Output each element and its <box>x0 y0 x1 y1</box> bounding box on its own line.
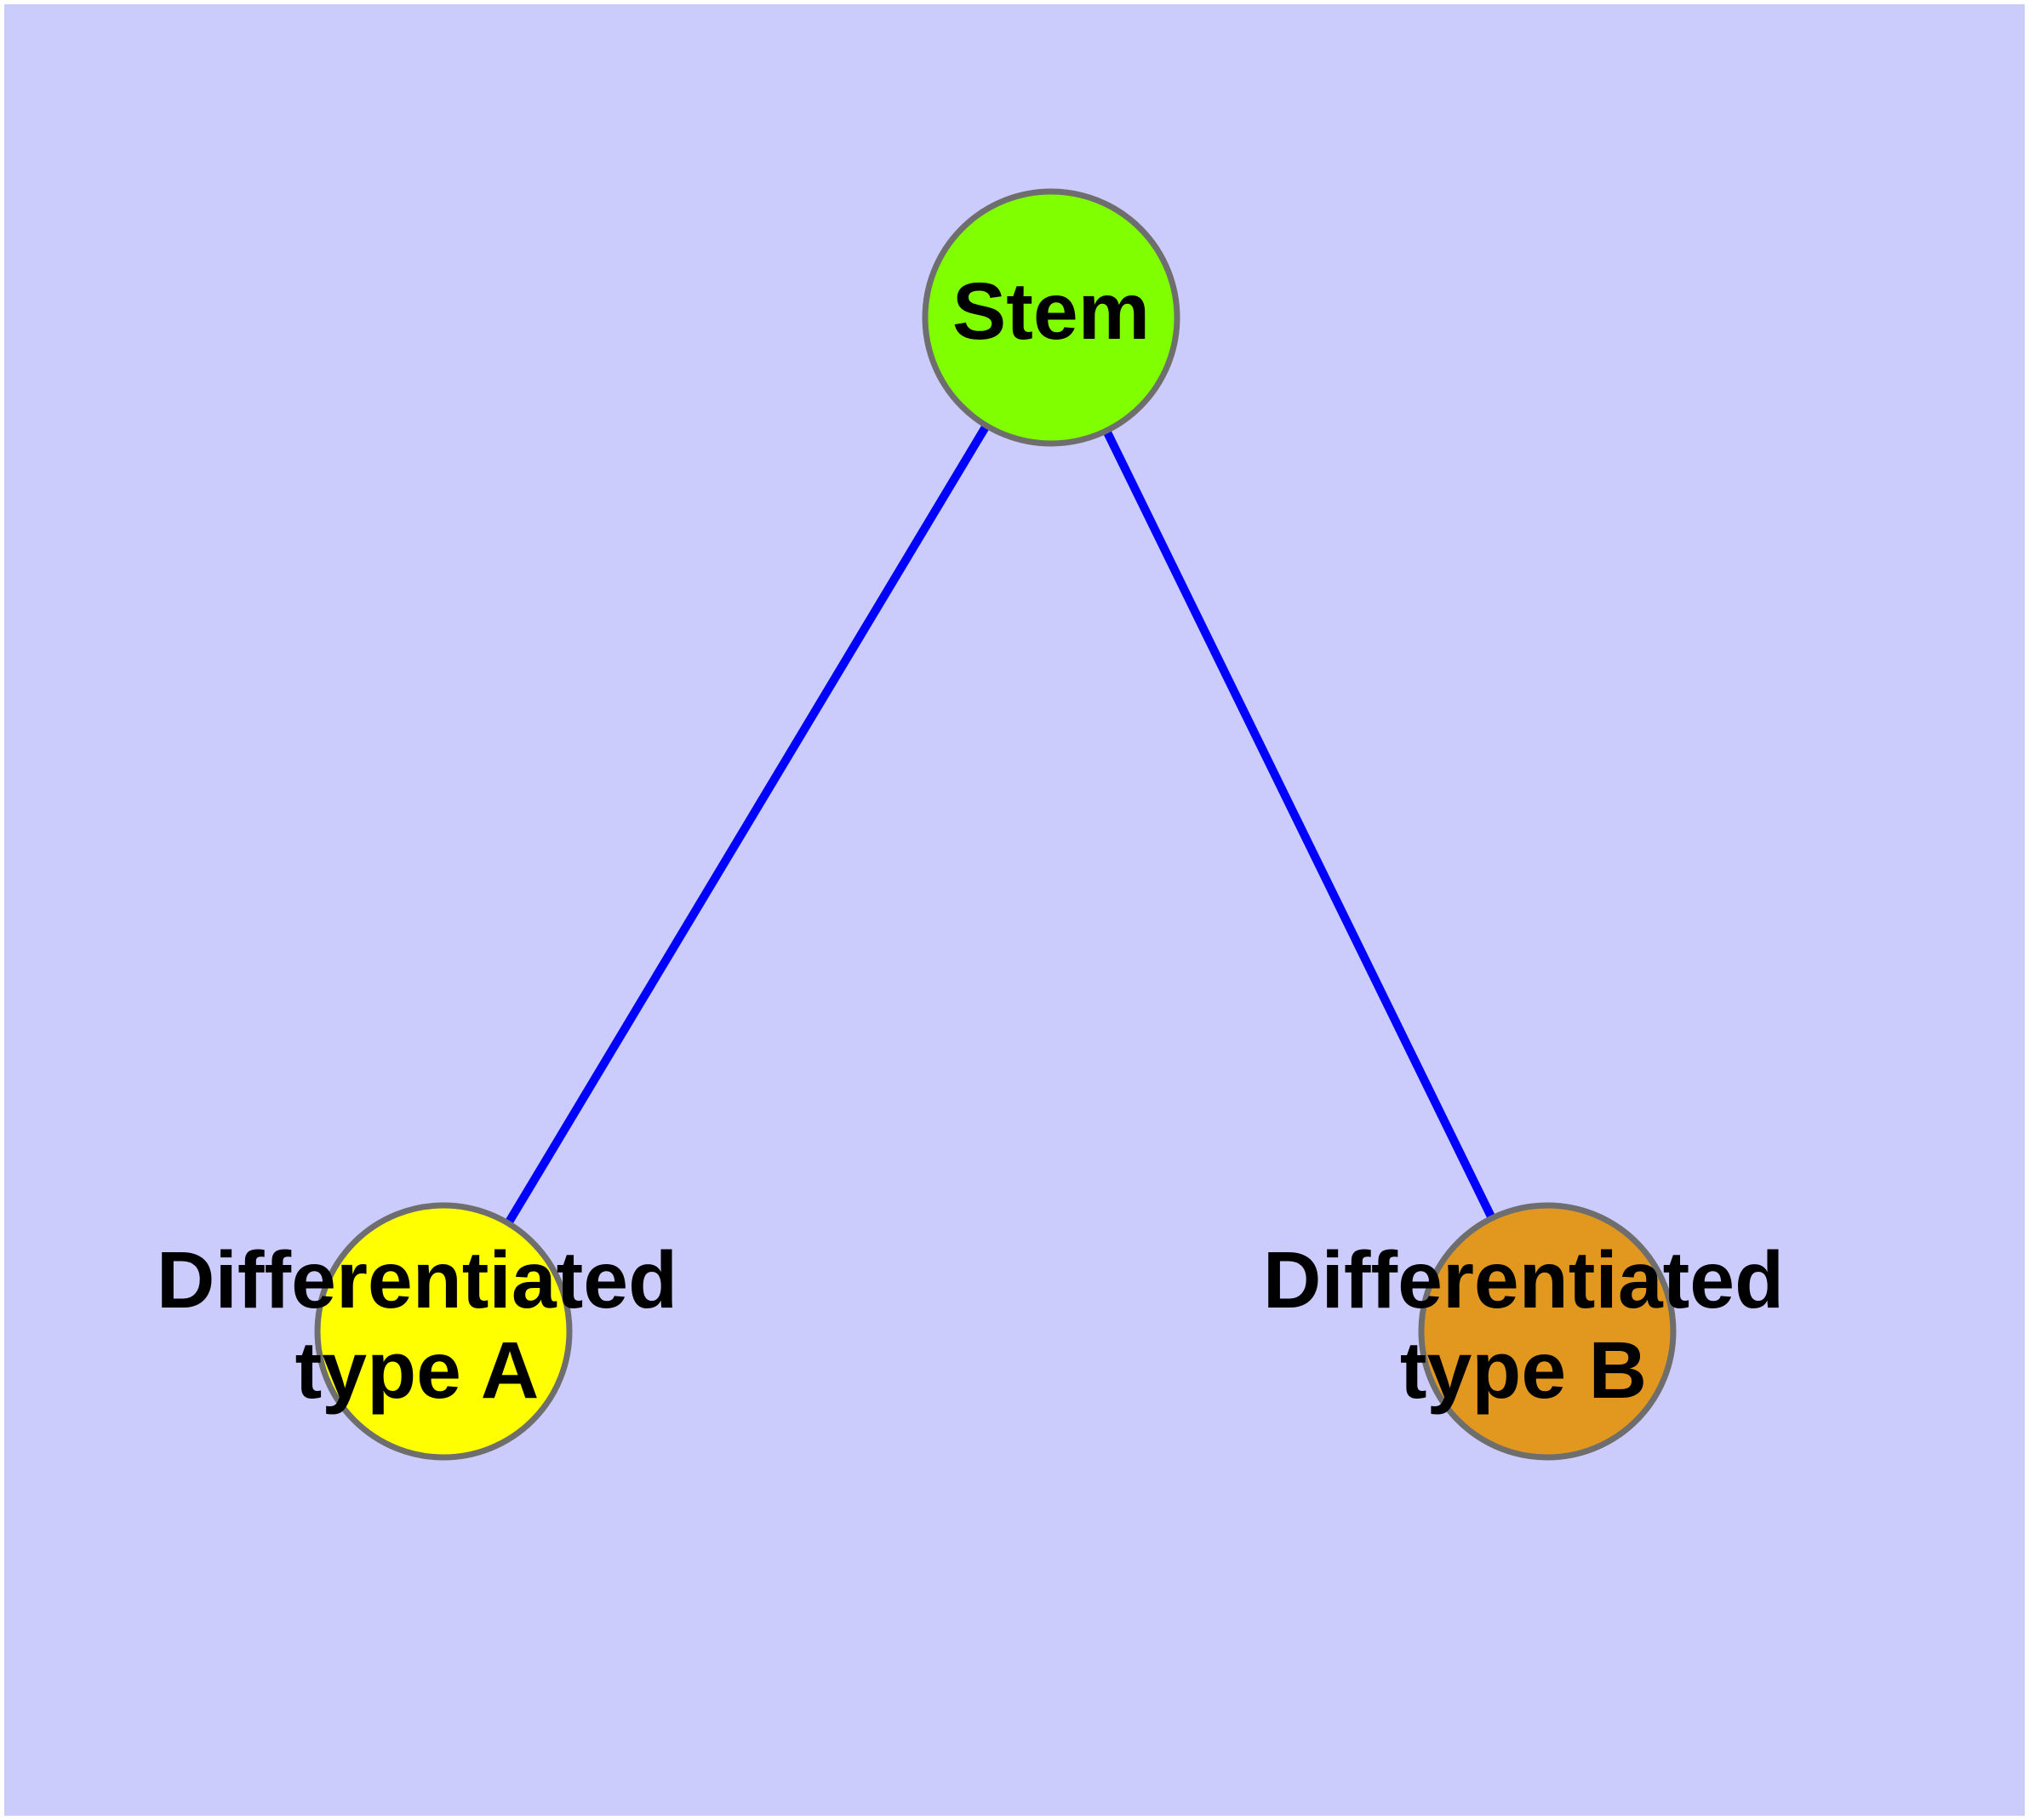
graph-node-diff_a[interactable] <box>314 1202 573 1461</box>
graph-node-stem[interactable] <box>922 188 1180 447</box>
graph-node-label-line: type B <box>1400 1325 1647 1416</box>
graph-node-label-line: Differentiated <box>157 1235 677 1325</box>
graph-node-label-stem: Stem <box>952 266 1150 357</box>
graph-node-label-line: Differentiated <box>1263 1235 1784 1325</box>
graph-edge-stem-diff_b[interactable] <box>1103 431 1495 1218</box>
nodes-layer <box>314 188 1677 1461</box>
graph-node-label-line: type A <box>295 1325 540 1416</box>
graph-edge-stem-diff_a[interactable] <box>506 425 989 1224</box>
graph-node-label-line: Stem <box>952 266 1150 357</box>
edges-layer <box>506 425 1495 1224</box>
graph-node-diff_b[interactable] <box>1418 1202 1677 1461</box>
